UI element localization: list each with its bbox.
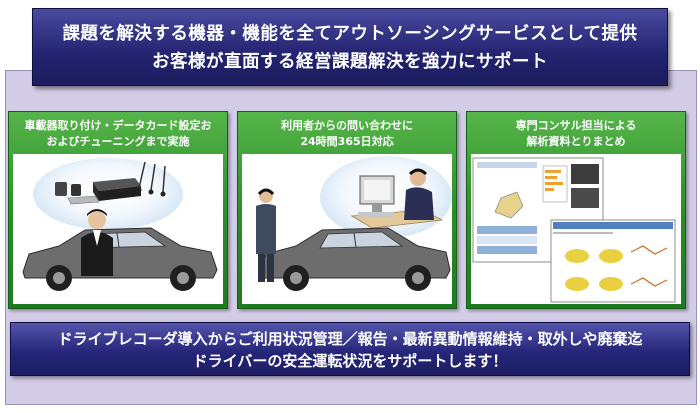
header-banner: 課題を解決する機器・機能を全てアウトソーシングサービスとして提供 お客様が直面す…	[32, 8, 668, 86]
panel-installation: 車載器取り付け・データカード設定お およびチューニングまで実施	[8, 111, 228, 309]
footer-line1: ドライブレコーダ導入からご利用状況管理／報告・最新異動情報維持・取外しや廃棄迄	[57, 330, 643, 348]
header-title-line2: お客様が直面する経営課題解決を強力にサポート	[152, 52, 548, 72]
call-center-operator-icon	[350, 168, 444, 229]
panel-installation-title-line2: およびチューニングまで実施	[46, 135, 190, 148]
footer-banner: ドライブレコーダ導入からご利用状況管理／報告・最新異動情報維持・取外しや廃棄迄 …	[10, 322, 690, 376]
panel-analysis-illustration	[471, 154, 681, 304]
panel-analysis-title: 専門コンサル担当による 解析資料とりまとめ	[467, 118, 685, 150]
panel-analysis-title-line2: 解析資料とりまとめ	[526, 135, 626, 148]
car-with-technician-icon	[22, 209, 218, 291]
panel-analysis-title-line1: 専門コンサル担当による	[515, 119, 637, 132]
panel-support: 利用者からの問い合わせに 24時間365日対応	[237, 111, 457, 309]
footer-line2: ドライバーの安全運転状況をサポートします！	[192, 352, 508, 370]
panel-support-title-line2: 24時間365日対応	[300, 135, 394, 148]
panel-installation-title: 車載器取り付け・データカード設定お およびチューニングまで実施	[9, 118, 227, 150]
onboard-devices-icon	[55, 161, 166, 205]
panel-analysis: 専門コンサル担当による 解析資料とりまとめ	[466, 111, 686, 309]
panel-installation-illustration	[13, 154, 223, 304]
car-with-caller-icon	[256, 188, 451, 291]
panel-installation-title-line1: 車載器取り付け・データカード設定お	[24, 119, 212, 132]
analysis-report-icon	[472, 157, 676, 303]
header-title-line1: 課題を解決する機器・機能を全てアウトソーシングサービスとして提供	[62, 24, 638, 44]
panel-support-title-line1: 利用者からの問い合わせに	[281, 119, 413, 132]
panel-support-illustration	[242, 154, 452, 304]
panel-support-title: 利用者からの問い合わせに 24時間365日対応	[238, 118, 456, 150]
